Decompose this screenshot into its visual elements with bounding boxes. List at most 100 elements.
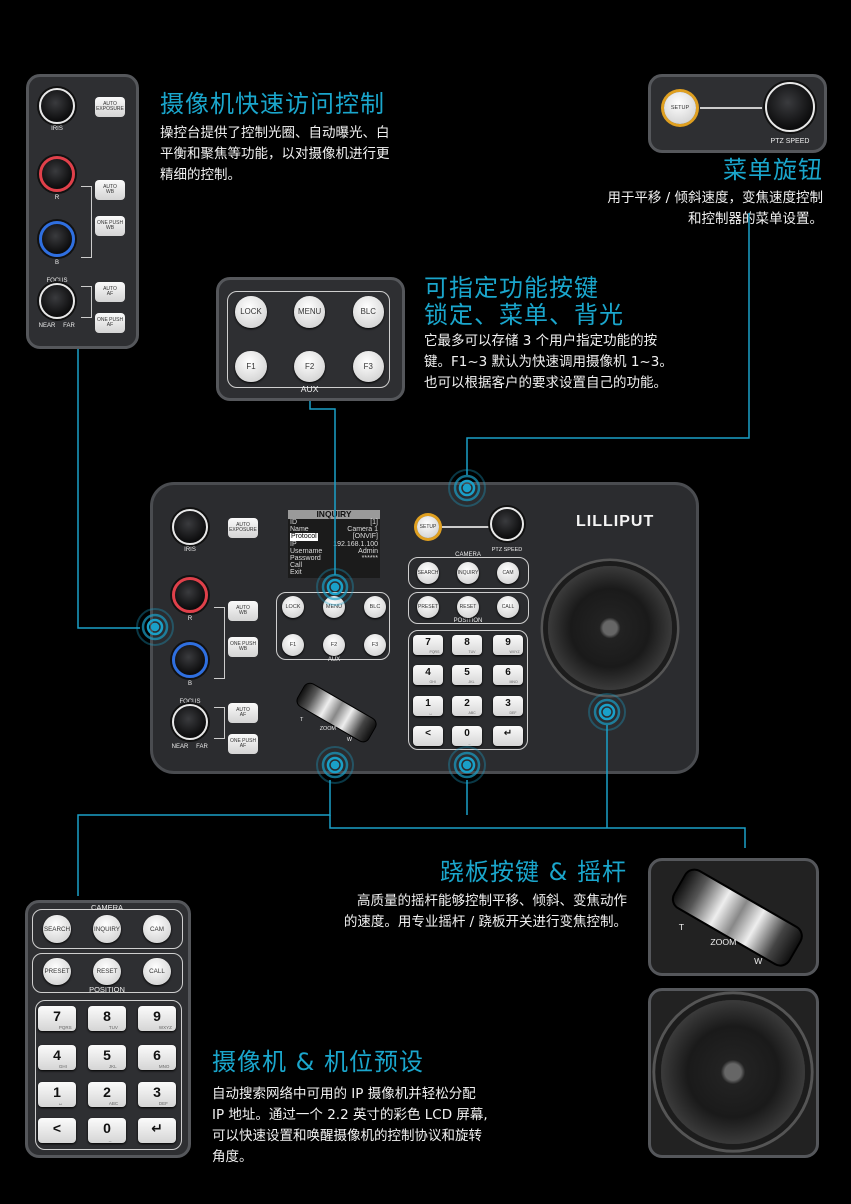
keypad-key-back[interactable]: < [413, 726, 443, 746]
blc-button[interactable]: BLC [352, 296, 384, 328]
ptz-speed-knob[interactable] [490, 507, 524, 541]
one-push-wb-button[interactable]: ONE PUSH WB [95, 216, 125, 236]
one-push-af-button[interactable]: ONE PUSH AF [95, 313, 125, 333]
lcd-row-id[interactable]: ID[1] [288, 519, 380, 526]
key-digit: 3 [505, 698, 511, 709]
position-button-group [32, 952, 184, 993]
reset-button[interactable]: RESET [457, 596, 479, 618]
auto-exposure-button[interactable]: AUTO EXPOSURE [228, 518, 258, 538]
auto-wb-button[interactable]: AUTO WB [95, 180, 125, 200]
key-digit: 8 [103, 1008, 111, 1024]
r-gain-knob[interactable] [172, 577, 208, 613]
blc-button[interactable]: BLC [364, 596, 386, 618]
f3-button[interactable]: F3 [364, 634, 386, 656]
f3-button[interactable]: F3 [352, 350, 384, 383]
f2-button[interactable]: F2 [323, 634, 345, 656]
auto-wb-button[interactable]: AUTO WB [228, 601, 258, 621]
focus-knob[interactable] [39, 283, 75, 319]
lock-button[interactable]: LOCK [282, 596, 304, 618]
menu-button[interactable]: MENU [293, 296, 326, 328]
lock-button[interactable]: LOCK [235, 296, 267, 328]
iris-knob[interactable] [39, 88, 75, 124]
f1-button[interactable]: F1 [282, 634, 304, 656]
presets-body: 自动搜索网络中可用的 IP 摄像机并轻松分配 IP 地址。通过一个 2.2 英寸… [212, 1084, 488, 1168]
auto-af-button[interactable]: AUTO AF [95, 282, 125, 302]
key-letters: MNO [509, 680, 518, 684]
lcd-value: [1] [370, 519, 378, 526]
setup-button[interactable]: SETUP [417, 516, 439, 538]
lcd-row-call[interactable]: Call [288, 562, 380, 569]
preset-button[interactable]: PRESET [417, 596, 439, 618]
keypad-key-0[interactable]: 0_ [452, 726, 482, 746]
b-gain-knob[interactable] [39, 221, 75, 257]
cam-button[interactable]: CAM [143, 915, 171, 943]
keypad-key-1[interactable]: 1␣ [38, 1081, 76, 1107]
iris-label: IRIS [51, 126, 63, 132]
one-push-wb-button[interactable]: ONE PUSH WB [228, 637, 258, 657]
camera-button-group [32, 909, 184, 949]
cam-button[interactable]: CAM [497, 562, 519, 584]
one-push-af-button[interactable]: ONE PUSH AF [228, 734, 258, 754]
keypad-key-1[interactable]: 1␣ [413, 696, 443, 716]
search-button[interactable]: SEARCH [43, 915, 71, 943]
iris-knob[interactable] [172, 509, 208, 545]
r-gain-knob[interactable] [39, 156, 75, 192]
keypad-key-0[interactable]: 0_ [88, 1117, 126, 1143]
inquiry-button[interactable]: INQUIRY [457, 562, 479, 584]
keypad-key-enter[interactable]: ↵ [493, 726, 523, 746]
keypad-key-enter[interactable]: ↵ [138, 1117, 176, 1143]
joystick-detail[interactable] [661, 1000, 805, 1144]
call-button[interactable]: CALL [497, 596, 519, 618]
joystick[interactable] [548, 566, 672, 690]
key-digit: 7 [53, 1008, 61, 1024]
ptz-speed-label: PTZ SPEED [491, 547, 523, 553]
search-button[interactable]: SEARCH [417, 562, 439, 584]
body-line: 和控制器的菜单设置。 [688, 211, 823, 227]
key-letters: JKL [108, 1063, 117, 1069]
auto-af-button[interactable]: AUTO AF [228, 703, 258, 723]
brand-logo: LILLIPUT [576, 513, 655, 530]
call-button[interactable]: CALL [143, 957, 171, 986]
b-gain-knob[interactable] [172, 642, 208, 678]
setup-button[interactable]: SETUP [664, 92, 696, 124]
inquiry-button[interactable]: INQUIRY [93, 915, 121, 943]
key-digit: 4 [425, 667, 431, 678]
body-line: 用于平移 / 倾斜速度，变焦速度控制 [607, 190, 823, 206]
lcd-row-exit[interactable]: Exit [288, 569, 380, 576]
lcd-row-protocol[interactable]: Protocol[ONVIF] [288, 533, 380, 541]
ptz-speed-knob[interactable] [765, 82, 815, 132]
preset-button[interactable]: PRESET [43, 957, 71, 986]
lcd-row-password[interactable]: Password****** [288, 555, 380, 562]
key-letters: GHI [58, 1063, 67, 1069]
lcd-key: Protocol [290, 533, 318, 541]
focus-knob[interactable] [172, 704, 208, 740]
f2-button[interactable]: F2 [293, 350, 326, 383]
keypad-key-back[interactable]: < [38, 1117, 76, 1143]
reset-button[interactable]: RESET [93, 957, 121, 986]
f1-button[interactable]: F1 [235, 350, 267, 383]
auto-exposure-button[interactable]: AUTO EXPOSURE [95, 97, 125, 117]
position-group-label: POSITION [89, 985, 125, 995]
menu-button[interactable]: MENU [323, 596, 345, 618]
key-digit: 1 [425, 698, 431, 709]
